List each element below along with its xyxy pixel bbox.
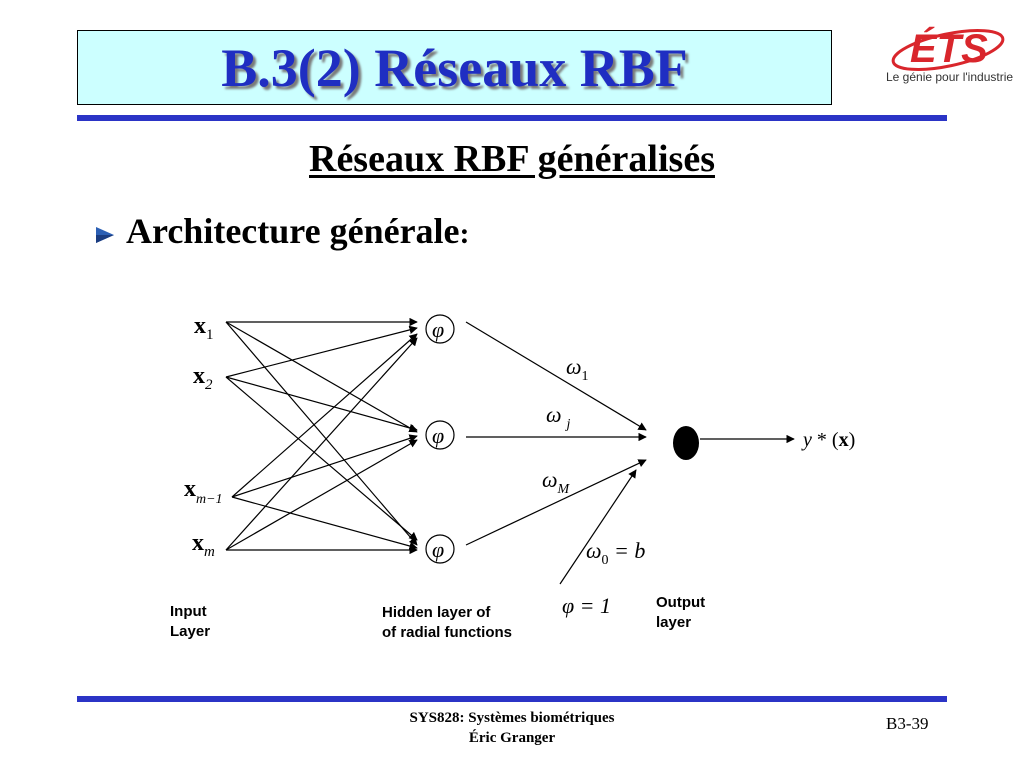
- header-rule: [77, 115, 947, 121]
- hidden-phi-3: φ: [432, 537, 444, 562]
- bullet-text: Architecture générale:: [126, 211, 470, 251]
- input-x1: x1: [194, 313, 214, 343]
- output-layer-label: Output layer: [656, 594, 706, 631]
- slide-subtitle: Réseaux RBF généralisés: [309, 138, 715, 180]
- hidden-node: [425, 314, 455, 344]
- footer-course: SYS828: Systèmes biométriques Éric Grang…: [409, 710, 615, 746]
- output-label: y * (x): [801, 429, 855, 451]
- logo-tagline: Le génie pour l'industrie: [886, 70, 1014, 84]
- footer-rule: [77, 696, 947, 702]
- hidden-phi-2: φ: [432, 423, 444, 448]
- hidden-layer-label: Hidden layer of of radial functions: [382, 604, 513, 641]
- input-xm: xm: [192, 530, 215, 560]
- weight-w1: ω1: [566, 354, 589, 384]
- bullet-arrow-icon: [96, 227, 114, 243]
- hidden-phi-1: φ: [432, 317, 444, 342]
- slide-title: B.3(2) Réseaux RBF: [221, 38, 688, 98]
- hidden-node: [425, 420, 455, 450]
- hidden-node: [425, 534, 455, 564]
- logo-text: ÉTS: [910, 26, 988, 71]
- weight-wM: ωM: [542, 467, 571, 497]
- output-node: [673, 426, 699, 460]
- input-hidden-connections: [225, 317, 418, 555]
- input-xm-1: xm−1: [184, 476, 223, 507]
- title-box: B.3(2) Réseaux RBF: [77, 30, 832, 105]
- bias-weight: ω0 = b: [586, 538, 645, 568]
- page-number: B3-39: [886, 714, 929, 733]
- hidden-output-connections: [465, 321, 647, 585]
- input-layer-label: Input Layer: [170, 603, 211, 640]
- bias-input: φ = 1: [562, 593, 611, 618]
- ets-logo: ÉTS: [891, 26, 1005, 72]
- input-x2: x2: [193, 363, 213, 393]
